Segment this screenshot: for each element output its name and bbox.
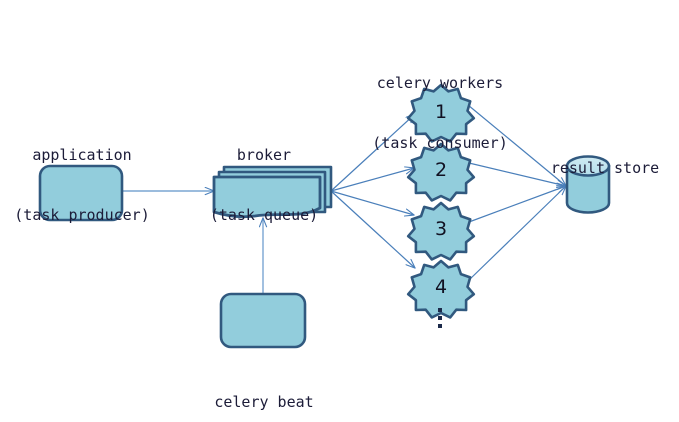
worker-3-seal[interactable] (406, 201, 476, 261)
worker-3-number: 3 (434, 218, 448, 240)
celery-workers-label-line1: celery workers (376, 74, 504, 92)
result-store-label-line1: result store (550, 159, 660, 177)
result-store-top (565, 155, 611, 177)
celery-workers-label: celery workers (task consumer) (366, 33, 514, 193)
edge-worker-4-to-result-store (467, 186, 566, 282)
application-label-line2: (task producer) (14, 206, 150, 224)
edge-worker-1-to-result-store (467, 104, 566, 186)
worker-4-number: 4 (434, 276, 448, 298)
node-worker-1[interactable] (406, 83, 476, 143)
broker-label-line2: (task queue) (209, 206, 319, 224)
node-worker-3[interactable] (406, 201, 476, 261)
edge-worker-2-to-result-store (468, 162, 566, 186)
node-worker-4[interactable] (406, 259, 476, 319)
ellipsis-dot (438, 316, 442, 320)
application-label: application (task producer) (8, 105, 156, 265)
ellipsis-dot (438, 308, 442, 312)
worker-2-seal[interactable] (406, 142, 476, 202)
edge-worker-3-to-result-store (468, 186, 566, 223)
edge-broker-to-worker-2 (330, 168, 414, 192)
node-broker[interactable] (212, 165, 333, 219)
application-shape[interactable] (38, 164, 124, 222)
node-worker-2[interactable] (406, 142, 476, 202)
worker-4-seal[interactable] (406, 259, 476, 319)
edge-broker-to-worker-4 (330, 190, 415, 268)
worker-1-seal[interactable] (406, 83, 476, 143)
edge-broker-to-worker-3 (330, 190, 414, 215)
celery-workers-label-line2: (task consumer) (372, 134, 508, 152)
broker-label-line1: broker (236, 146, 292, 164)
broker-sheet-front[interactable] (212, 175, 322, 219)
edges-layer (122, 104, 566, 294)
ellipsis-dot (438, 324, 442, 328)
celery-beat-shape[interactable] (219, 292, 307, 349)
node-result-store[interactable] (565, 155, 611, 214)
node-application[interactable] (38, 164, 124, 222)
node-celery-beat[interactable] (219, 292, 307, 349)
broker-label: broker (task queue) (196, 105, 332, 265)
result-store-body[interactable] (565, 164, 611, 214)
celery-beat-label-line1: celery beat (214, 393, 314, 411)
celery-beat-label: celery beat (task scheduler) (193, 352, 335, 422)
workers-vertical-ellipsis-icon (435, 308, 445, 332)
edge-broker-to-worker-1 (330, 114, 415, 192)
worker-2-number: 2 (434, 159, 448, 181)
application-label-line1: application (32, 146, 132, 164)
result-store-label: result store (540, 118, 670, 218)
worker-1-number: 1 (434, 101, 448, 123)
